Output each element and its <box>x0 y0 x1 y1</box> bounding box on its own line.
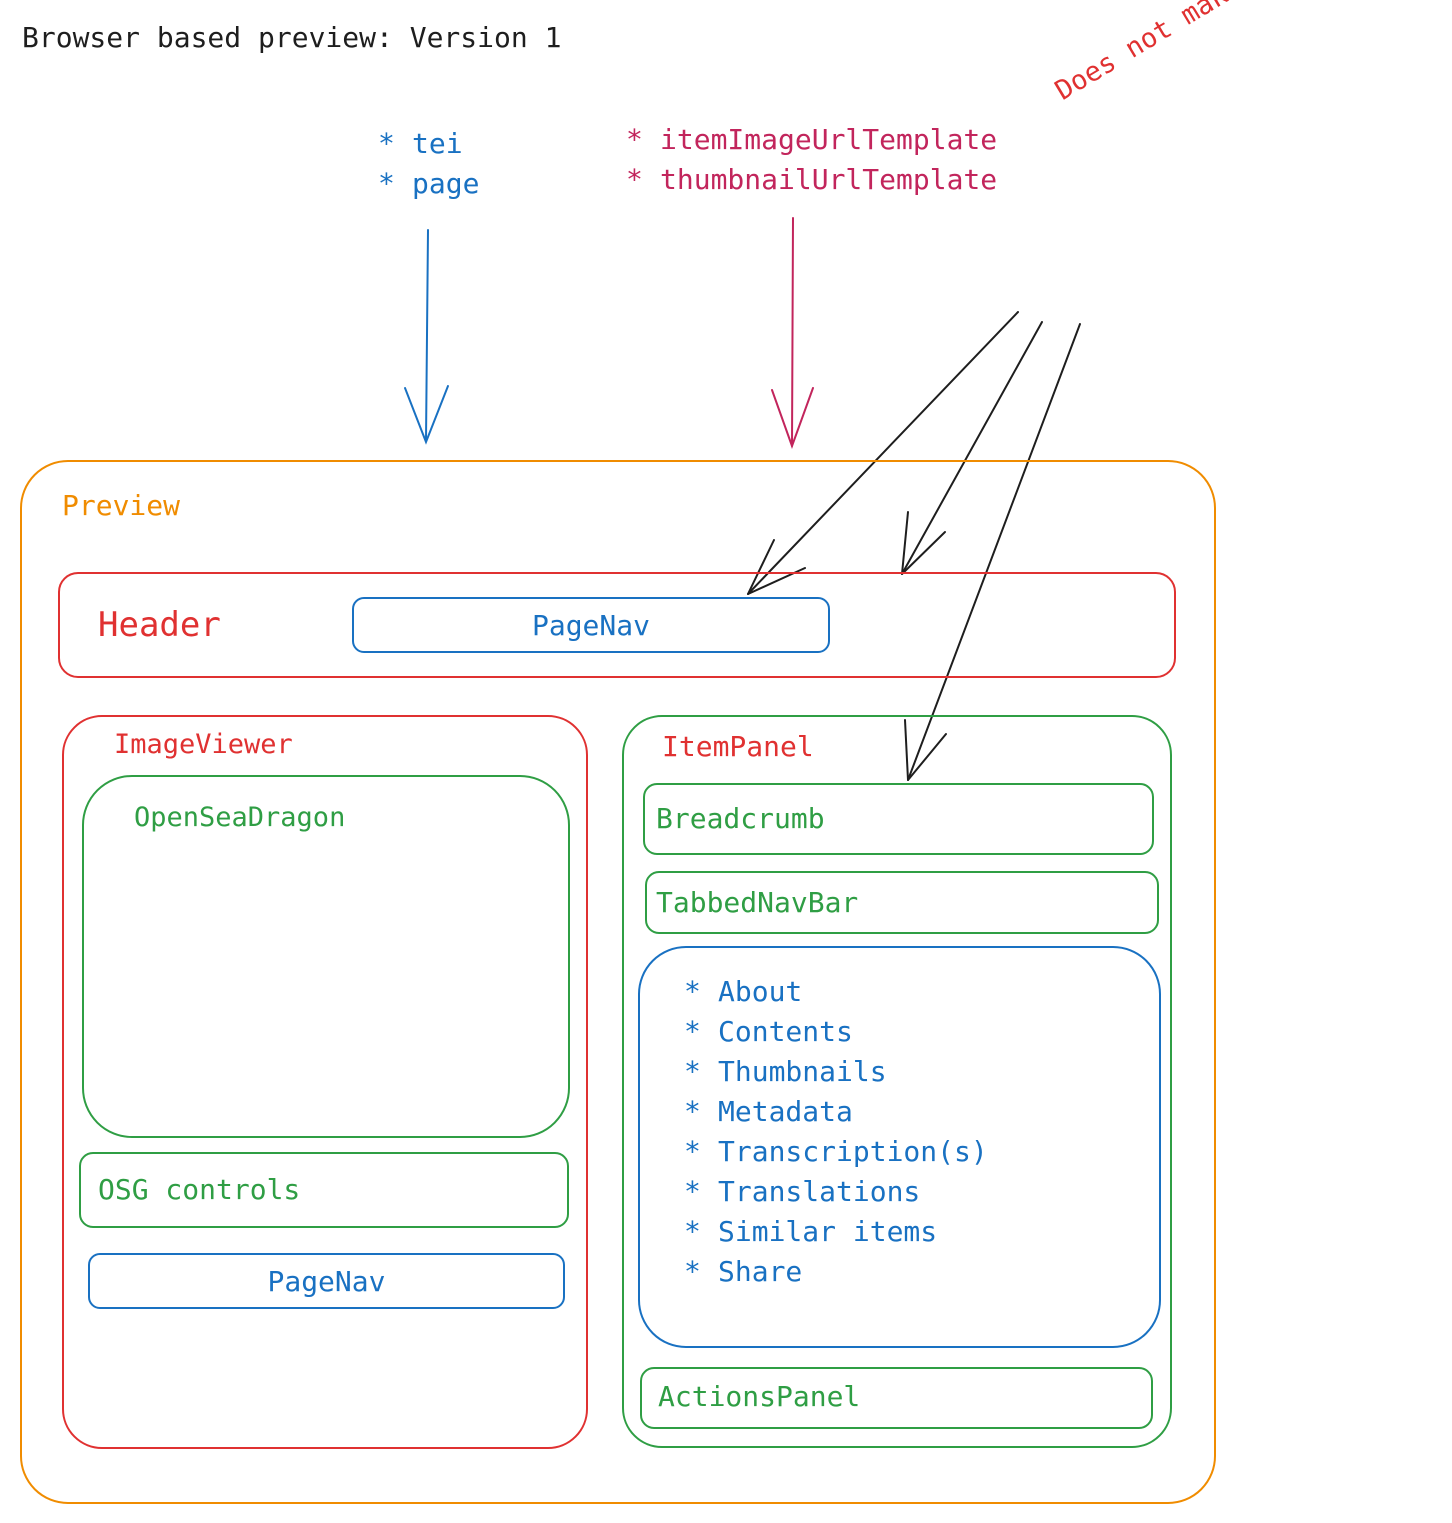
pink-inputs: *itemImageUrlTemplate *thumbnailUrlTempl… <box>626 120 997 200</box>
tab-item-about: *About <box>684 975 803 1008</box>
image-viewer-box <box>62 715 588 1449</box>
arrow-to-header-pagenav <box>747 311 1019 595</box>
tabbed-nav-bar-box <box>645 871 1159 934</box>
annotation-arrows <box>747 311 1081 781</box>
openseadragon-box <box>82 775 570 1138</box>
tab-item-similar-items: *Similar items <box>684 1215 938 1248</box>
actions-panel-label: ActionsPanel <box>658 1380 861 1413</box>
tab-item-thumbnails: *Thumbnails <box>684 1055 887 1088</box>
tab-item-translations: *Translations <box>684 1175 921 1208</box>
arrow-to-header <box>901 321 1043 575</box>
preview-label: Preview <box>62 489 181 522</box>
header-box <box>58 572 1176 678</box>
openseadragon-label: OpenSeaDragon <box>134 802 346 833</box>
input-thumbnail-url-template: *thumbnailUrlTemplate <box>626 163 998 196</box>
tab-item-transcriptions: *Transcription(s) <box>684 1135 988 1168</box>
input-item-image-url-template: *itemImageUrlTemplate <box>626 123 998 156</box>
osg-controls-box <box>79 1152 569 1228</box>
item-panel-box <box>622 715 1172 1448</box>
header-pagenav-label: PageNav <box>531 608 650 642</box>
tab-list: *About *Contents *Thumbnails *Metadata *… <box>684 972 988 1292</box>
image-viewer-label: ImageViewer <box>114 729 293 760</box>
tab-content-box <box>638 946 1161 1348</box>
breadcrumb-label: Breadcrumb <box>656 802 825 835</box>
inputs-arrow-blue <box>404 229 449 445</box>
tab-item-share: *Share <box>684 1255 803 1288</box>
tabbed-nav-bar-label: TabbedNavBar <box>656 886 859 919</box>
input-tei: *tei <box>378 127 463 160</box>
header-pagenav: PageNav <box>352 597 830 653</box>
tab-item-metadata: *Metadata <box>684 1095 853 1128</box>
blue-inputs: *tei *page <box>378 124 479 204</box>
templates-arrow-pink <box>771 217 814 449</box>
header-label: Header <box>98 605 221 645</box>
breadcrumb-box <box>643 783 1154 855</box>
image-viewer-pagenav-label: PageNav <box>267 1264 386 1298</box>
input-page: *page <box>378 167 480 200</box>
preview-box <box>20 460 1216 1504</box>
image-viewer-pagenav: PageNav <box>88 1253 565 1309</box>
tab-item-contents: *Contents <box>684 1015 853 1048</box>
diagram-title: Browser based preview: Version 1 <box>22 21 562 54</box>
actions-panel-box <box>640 1367 1153 1429</box>
osg-controls-label: OSG controls <box>98 1173 301 1206</box>
arrow-to-breadcrumb <box>907 323 1081 781</box>
item-panel-label: ItemPanel <box>662 730 814 763</box>
